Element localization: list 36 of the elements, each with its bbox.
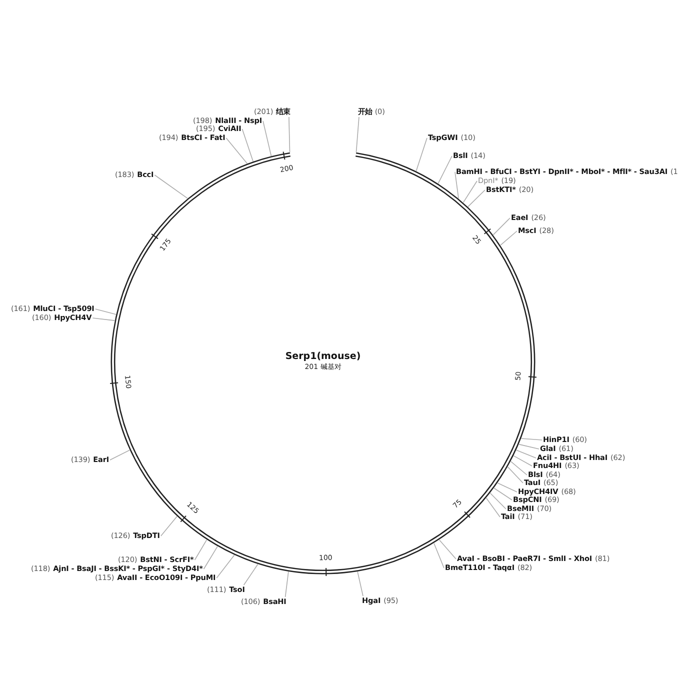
leader-line <box>520 438 542 440</box>
leader-line <box>216 554 235 578</box>
leader-line <box>160 516 178 536</box>
leader-line <box>516 450 536 458</box>
leader-line <box>357 571 364 596</box>
leader-line <box>434 542 444 568</box>
leader-line <box>242 128 254 162</box>
leader-line <box>288 116 290 153</box>
leader-line <box>94 308 116 315</box>
leader-line <box>500 230 518 246</box>
leader-line <box>490 492 506 510</box>
leader-line <box>507 466 524 484</box>
leader-line <box>468 190 486 208</box>
leader-line <box>356 116 360 153</box>
leader-line <box>284 571 289 598</box>
plasmid-title: Serp1(mouse) <box>284 351 362 362</box>
leader-line <box>203 546 218 570</box>
leader-line <box>497 482 518 492</box>
leader-line <box>494 488 512 500</box>
leader-line <box>454 172 459 199</box>
leader-line <box>462 180 478 203</box>
leader-line <box>154 174 188 199</box>
leader-line <box>243 564 258 586</box>
leader-line <box>486 498 500 518</box>
leader-line <box>226 138 248 164</box>
leader-line <box>513 455 532 466</box>
leader-line <box>510 461 528 476</box>
leader-line <box>518 444 540 450</box>
leader-line <box>92 318 115 321</box>
leader-line <box>438 156 452 184</box>
leader-line <box>438 539 456 560</box>
leader-line <box>492 218 510 236</box>
leader-line <box>194 539 208 560</box>
leader-line <box>110 450 130 460</box>
leader-line <box>416 138 428 172</box>
leader-line <box>262 120 272 156</box>
